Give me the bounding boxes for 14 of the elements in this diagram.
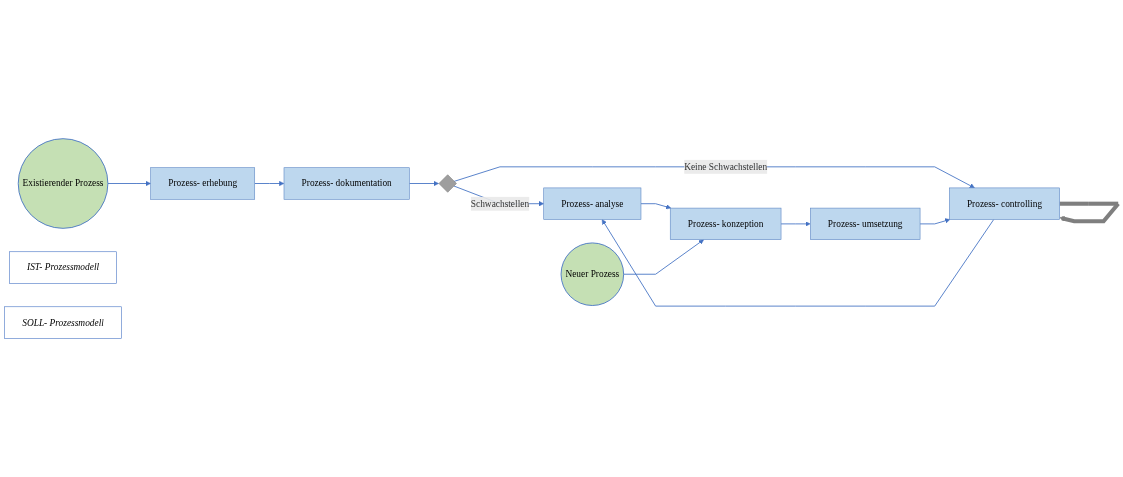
node-box: Prozess- dokumentation [283,167,410,200]
edge-label: Keine Schwachstellen [684,161,768,172]
node-box: Prozess- erhebung [150,167,255,200]
node-diamond [438,174,457,193]
node-box: Prozess- analyse [543,187,642,220]
edge-label: Schwachstellen [470,198,530,209]
node-circle: Existierender Prozess [17,138,109,229]
arrow [1059,201,1120,224]
node-box: Prozess- controlling [949,187,1060,220]
node-circle: Neuer Prozess [560,242,625,306]
node-box: Prozess- konzeption [669,207,782,240]
node-box: IST- Prozessmodell [9,251,117,284]
node-box: Prozess- umsetzung [810,207,921,240]
node-box: SOLL- Prozessmodell [4,306,122,339]
